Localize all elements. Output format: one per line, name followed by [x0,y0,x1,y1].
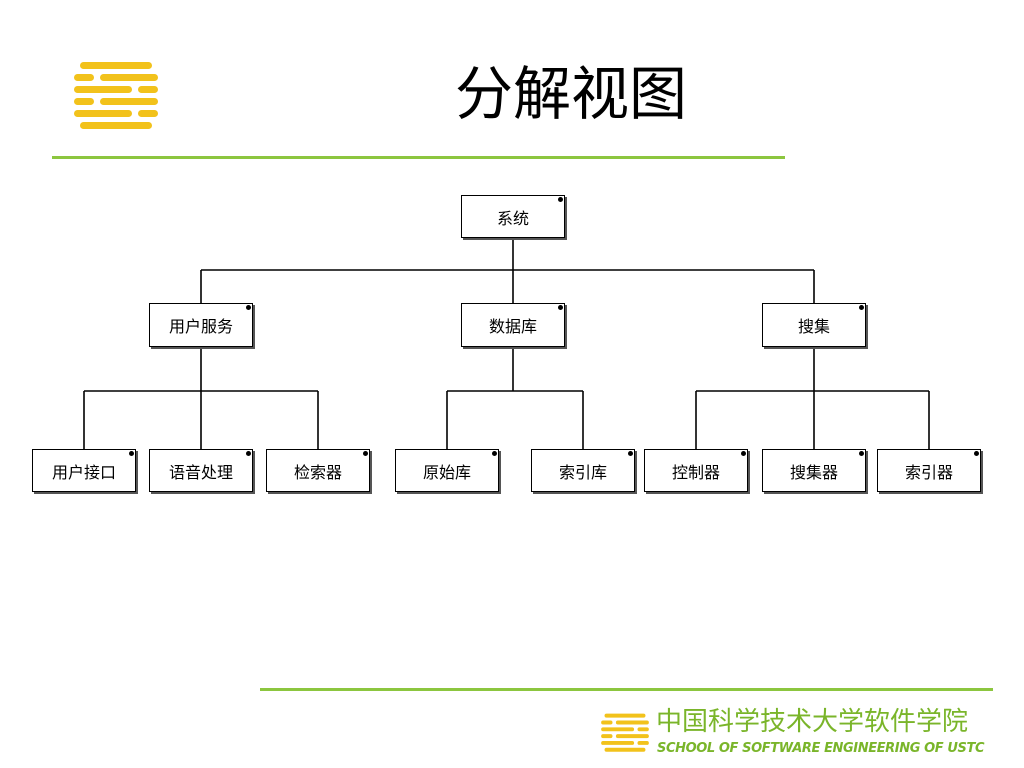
node-label: 原始库 [422,462,471,482]
node-root: 系统 [461,195,565,238]
node-controller: 控制器 [644,449,748,492]
corner-dot-icon [974,451,979,456]
node-retriever: 检索器 [266,449,370,492]
corner-dot-icon [558,197,563,202]
node-raw-library: 原始库 [395,449,499,492]
node-collector: 搜集器 [762,449,866,492]
corner-dot-icon [246,451,251,456]
node-user-service: 用户服务 [149,303,253,347]
corner-dot-icon [628,451,633,456]
corner-dot-icon [741,451,746,456]
node-label: 用户接口 [51,462,116,482]
footer-divider [260,688,993,691]
corner-dot-icon [859,305,864,310]
node-label: 检索器 [293,462,342,482]
node-label: 索引库 [558,462,607,482]
corner-dot-icon [129,451,134,456]
node-label: 搜集 [797,317,830,336]
node-index-library: 索引库 [531,449,635,492]
node-label: 数据库 [488,317,537,336]
node-label: 语音处理 [168,462,233,482]
corner-dot-icon [363,451,368,456]
node-label: 搜集器 [789,462,838,482]
node-database: 数据库 [461,303,565,347]
corner-dot-icon [246,305,251,310]
ustc-sse-logo-icon [601,713,649,752]
corner-dot-icon [558,305,563,310]
title-divider [52,156,785,159]
node-user-interface: 用户接口 [32,449,136,492]
node-speech-processing: 语音处理 [149,449,253,492]
ustc-sse-logo-icon [74,62,158,129]
corner-dot-icon [859,451,864,456]
node-label: 用户服务 [168,317,233,336]
node-indexer: 索引器 [877,449,981,492]
footer-school-name-en: SCHOOL OF SOFTWARE ENGINEERING OF USTC [657,741,985,756]
node-label: 索引器 [904,462,953,482]
corner-dot-icon [492,451,497,456]
node-label: 系统 [496,208,529,228]
slide-title: 分解视图 [455,60,688,128]
node-collection: 搜集 [762,303,866,347]
footer-school-name-cn: 中国科学技术大学软件学院 [656,707,969,737]
node-label: 控制器 [671,462,720,482]
